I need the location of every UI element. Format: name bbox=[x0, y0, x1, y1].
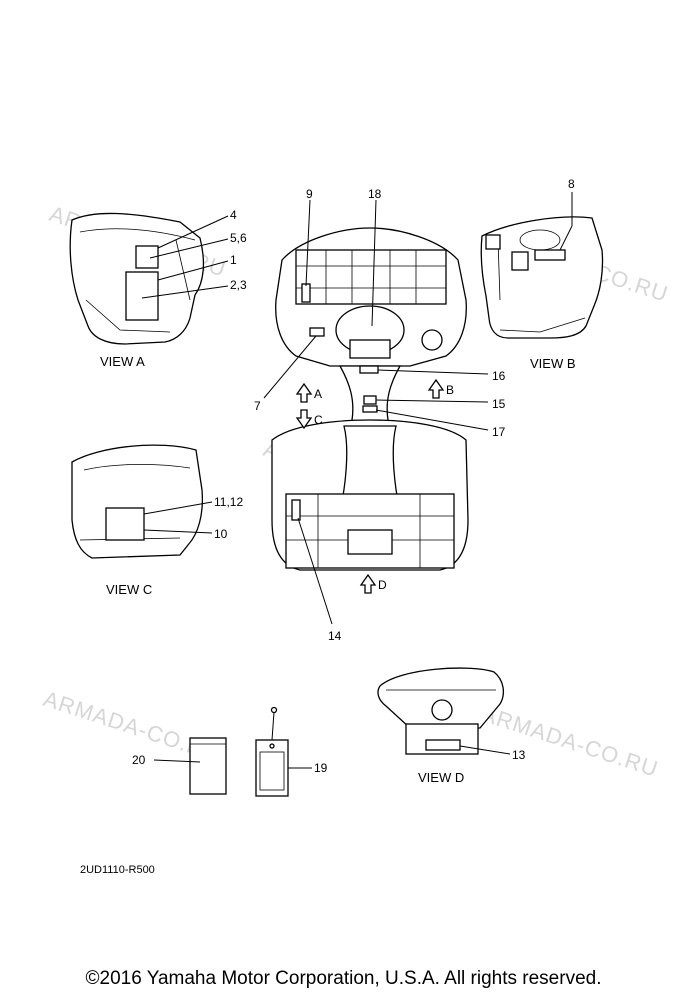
callout-10: 10 bbox=[214, 527, 228, 541]
label-14 bbox=[291, 499, 301, 521]
callout-8: 8 bbox=[568, 177, 575, 191]
svg-text:D: D bbox=[378, 578, 387, 592]
callout-18: 18 bbox=[368, 187, 382, 201]
callout-5-6: 5,6 bbox=[230, 231, 247, 245]
label-10-11-12 bbox=[105, 507, 145, 541]
part-20-booklet: 20 bbox=[132, 737, 227, 795]
view-b-fender: 8 VIEW B bbox=[480, 177, 604, 371]
callout-13: 13 bbox=[512, 748, 526, 762]
view-arrow-a: A bbox=[295, 382, 322, 403]
label-4-5-6 bbox=[135, 245, 159, 269]
view-d-caption: VIEW D bbox=[418, 770, 464, 785]
view-a-caption: VIEW A bbox=[100, 354, 145, 369]
part-19-tag: 19 bbox=[255, 706, 328, 797]
view-arrow-b: B bbox=[427, 378, 454, 399]
svg-text:A: A bbox=[314, 387, 322, 401]
atv-top-view: 9 18 7 16 15 17 14 A B C D bbox=[254, 187, 506, 643]
label-15 bbox=[363, 395, 377, 405]
callout-2-3: 2,3 bbox=[230, 278, 247, 292]
view-arrow-d: D bbox=[359, 573, 387, 594]
callout-15: 15 bbox=[492, 397, 506, 411]
callout-1: 1 bbox=[230, 253, 237, 267]
label-7 bbox=[309, 327, 325, 337]
callout-4: 4 bbox=[230, 208, 237, 222]
watermark-5: ARMADA-CO.RU bbox=[478, 701, 661, 782]
view-a-fender: 4 5,6 1 2,3 VIEW A bbox=[69, 208, 247, 369]
label-17 bbox=[362, 405, 378, 413]
view-b-caption: VIEW B bbox=[530, 356, 576, 371]
callout-9: 9 bbox=[306, 187, 313, 201]
view-c-caption: VIEW C bbox=[106, 582, 152, 597]
label-1-2-3 bbox=[125, 271, 159, 321]
callout-17: 17 bbox=[492, 425, 506, 439]
callout-11-12: 11,12 bbox=[214, 495, 243, 509]
label-8 bbox=[534, 249, 566, 261]
callout-14: 14 bbox=[328, 629, 342, 643]
view-arrow-c: C bbox=[295, 409, 323, 430]
view-c-fender: 11,12 10 VIEW C bbox=[71, 444, 243, 597]
svg-text:C: C bbox=[314, 413, 323, 427]
label-13 bbox=[425, 739, 461, 751]
front-rack bbox=[295, 249, 447, 305]
copyright-notice: ©2016 Yamaha Motor Corporation, U.S.A. A… bbox=[85, 968, 602, 989]
view-d-rear: 13 VIEW D bbox=[377, 667, 526, 785]
callout-7: 7 bbox=[254, 399, 261, 413]
callout-19: 19 bbox=[314, 761, 328, 775]
svg-text:B: B bbox=[446, 383, 454, 397]
label-9 bbox=[301, 283, 311, 303]
diagram-code: 2UD1110-R500 bbox=[80, 864, 155, 876]
callout-20: 20 bbox=[132, 753, 146, 767]
callout-16: 16 bbox=[492, 369, 506, 383]
label-16 bbox=[359, 365, 379, 374]
